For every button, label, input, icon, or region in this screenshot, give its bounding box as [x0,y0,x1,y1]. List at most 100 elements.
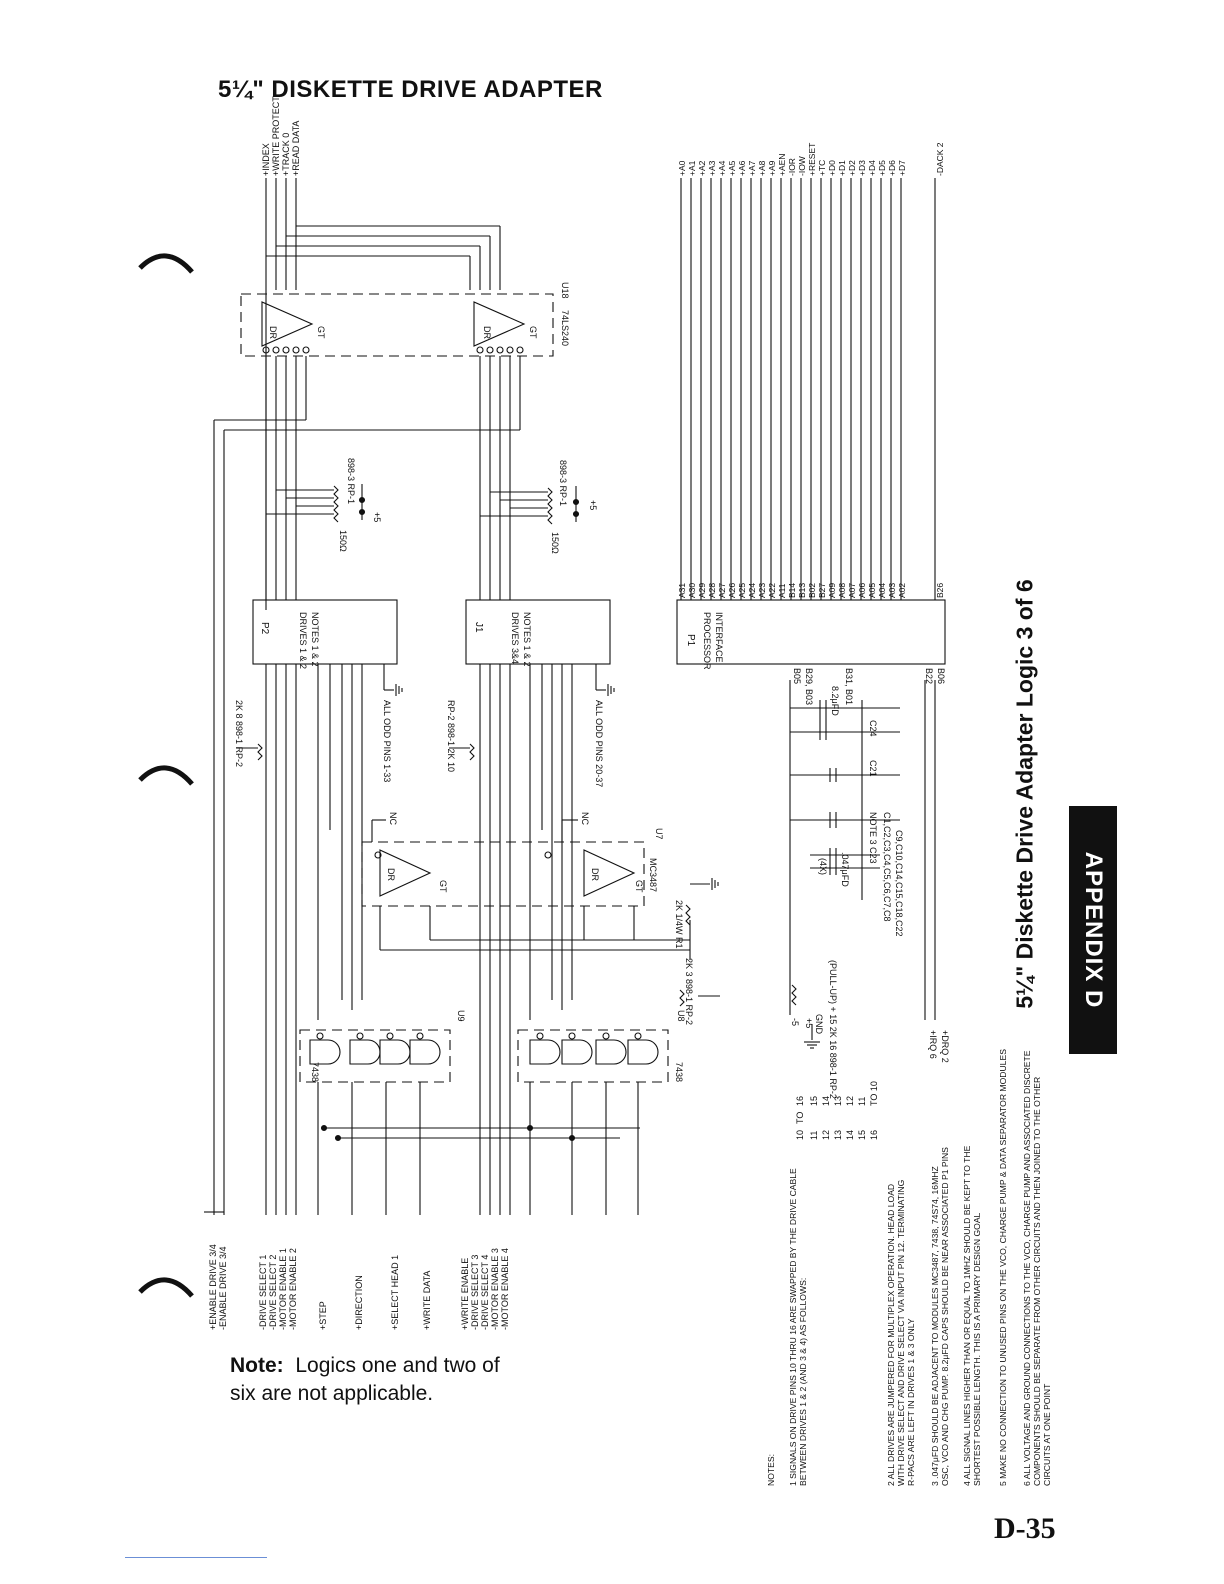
pullup-label: (PULL-UP) + 15 2K 16 898-1 RP-2 [828,960,838,1099]
b29-label: B29, B03 [804,668,814,705]
chip-u7-label: U7 [654,828,664,840]
binding-hole-arc-bottom [138,1277,194,1298]
p1-signal: +D7 [897,160,907,176]
p1-pin: A03 [887,583,897,598]
left-signal: +STEP [318,1301,328,1330]
u7-dr2-label: DR [590,868,600,881]
p1-signal: +RESET [807,143,817,176]
u18-gt2-label: GT [528,326,538,339]
p1-signal-labels: +A0 +A1 +A2 +A3 +A4 +A5 +A6 +A7 +A8 +A9 … [677,142,945,176]
p1-signal: -DACK 2 [935,142,945,176]
p1-signal: +D2 [847,160,857,176]
p1-pin: A27 [717,583,727,598]
rp1-upper-label: 898-3 RP-1 [346,458,356,504]
p1-signal: +A0 [677,160,687,176]
c24-label: C24 [868,720,878,737]
swap-header-1: TO [795,1112,805,1124]
chip-u18-label: U18 [560,282,570,299]
ohm-upper-label: 150Ω [338,530,348,552]
cap-list-1: C1,C2,C3,C4,C5,C6,C7,C8 [882,812,892,922]
swap-row-4-a: 15 [857,1130,867,1140]
top-signal-label: +TRACK 0 [281,133,291,176]
binding-hole-arc-top [138,253,194,274]
swap-row-0-b: 15 [809,1096,819,1106]
cap-4x-label: (4X) [818,858,828,875]
p1-pin: B02 [807,583,817,598]
p1-pin: A11 [777,583,787,598]
p1-pin: A30 [687,583,697,598]
left-signal: -DRIVE SELECT 3 [470,1255,480,1330]
notes-heading: NOTES: [766,1454,776,1486]
note3-label: NOTE 3 C23 [868,812,878,864]
p1-pin: A06 [857,583,867,598]
left-signal: -MOTOR ENABLE 4 [500,1248,510,1330]
cap-047-label: .047μFD [840,852,850,887]
note-line: 2 ALL DRIVES ARE JUMPERED FOR MULTIPLEX … [886,1184,896,1486]
p1-signal: +D1 [837,160,847,176]
rp2-mid-label: RP-2 898-1 2K 10 [446,700,456,772]
swap-row-4-b: 11 [857,1097,867,1106]
note-line: CIRCUITS AT ONE POINT [1042,1383,1052,1486]
rp1-lower-label: 898-3 RP-1 [558,460,568,506]
note-line: R-PACS ARE LEFT IN DRIVES 1 & 3 ONLY [906,1318,916,1486]
swap-row-3-a: 14 [845,1130,855,1140]
r1-label: 2K 1/4W R1 [674,900,684,949]
p1-signal: +TC [817,160,827,176]
p1-signal: +A1 [687,160,697,176]
p1-pin: A22 [767,583,777,598]
rp2-bot-label: 2K 3 898-1 RP-2 [684,958,694,1025]
p1-signal: +A6 [737,160,747,176]
b05-label: B05 [792,668,802,684]
p1-signal: +A2 [697,160,707,176]
note-line: COMPONENTS SHOULD BE SEPARATE FROM OTHER… [1032,1077,1042,1486]
p1-pin: B26 [935,583,945,598]
p1-signal: +A8 [757,160,767,176]
chip-u8-label: U8 [676,1010,686,1022]
binding-hole-arc-middle [138,765,194,786]
note-line-1: Logics one and two of [295,1354,500,1377]
p1-signal: +D6 [887,160,897,176]
p2-label: P2 [259,622,270,635]
note-line: 3 .047μFD SHOULD BE ADJACENT TO MODULES … [930,1166,940,1486]
left-signal: -ENABLE DRIVE 3/4 [218,1246,228,1330]
left-signal: -MOTOR ENABLE 2 [288,1248,298,1330]
p1-pin-labels: A31 A30 A29 A28 A27 A26 A25 A24 A23 A22 … [677,583,945,598]
p1-signal: +D4 [867,160,877,176]
irq6-label: +IRQ 6 [928,1030,938,1059]
swap-row-2-a: 13 [833,1130,843,1140]
p1-pin: A29 [697,583,707,598]
j1-sub1: DRIVES 3&4 [510,612,520,664]
plus5-label-3: +5 [588,500,598,510]
u7-dr-label: DR [386,868,396,881]
p1-signal: +D3 [857,160,867,176]
note-line-2: six are not applicable. [230,1382,434,1405]
chip-u9-label: U9 [456,1010,466,1022]
plus5-label-2: +5 [372,512,382,522]
p1-pin: A31 [677,583,687,598]
top-signal-labels: +INDEX +WRITE PROTECT +TRACK 0 +READ DAT… [261,96,301,176]
swap-row-1-b: 14 [821,1096,831,1106]
p1-sub1: PROCESSOR [702,612,712,670]
note-line: SHORTEST POSSIBLE LENGTH. THIS IS A PRIM… [972,1212,982,1486]
note-line: WITH DRIVE SELECT AND DRIVE SELECT VIA I… [896,1179,906,1486]
u18-dr2-label: DR [482,326,492,339]
j1-label: J1 [473,622,484,633]
p1-signal: +A3 [707,160,717,176]
plus5-label-1: +5 [804,1018,814,1028]
cap-8-2-label: 8.2μFD [830,686,840,716]
p1-pin: A04 [877,583,887,598]
left-signal: +SELECT HEAD 1 [390,1255,400,1330]
left-signal: +WRITE DATA [422,1271,432,1330]
p1-pin: A23 [757,583,767,598]
side-title-text: 5¼" Diskette Drive Adapter Logic 3 of 6 [1011,579,1038,1009]
p1-signal: +A5 [727,160,737,176]
swap-row-3-b: 12 [845,1096,855,1106]
swap-row-1-a: 12 [821,1130,831,1140]
p1-pin: A26 [727,583,737,598]
swap-row-5-a: 16 [869,1130,879,1140]
ohm-lower-label: 150Ω [550,532,560,554]
p1-pin: A02 [897,583,907,598]
left-signal: +DIRECTION [354,1275,364,1330]
left-signal: +ENABLE DRIVE 3/4 [208,1244,218,1330]
